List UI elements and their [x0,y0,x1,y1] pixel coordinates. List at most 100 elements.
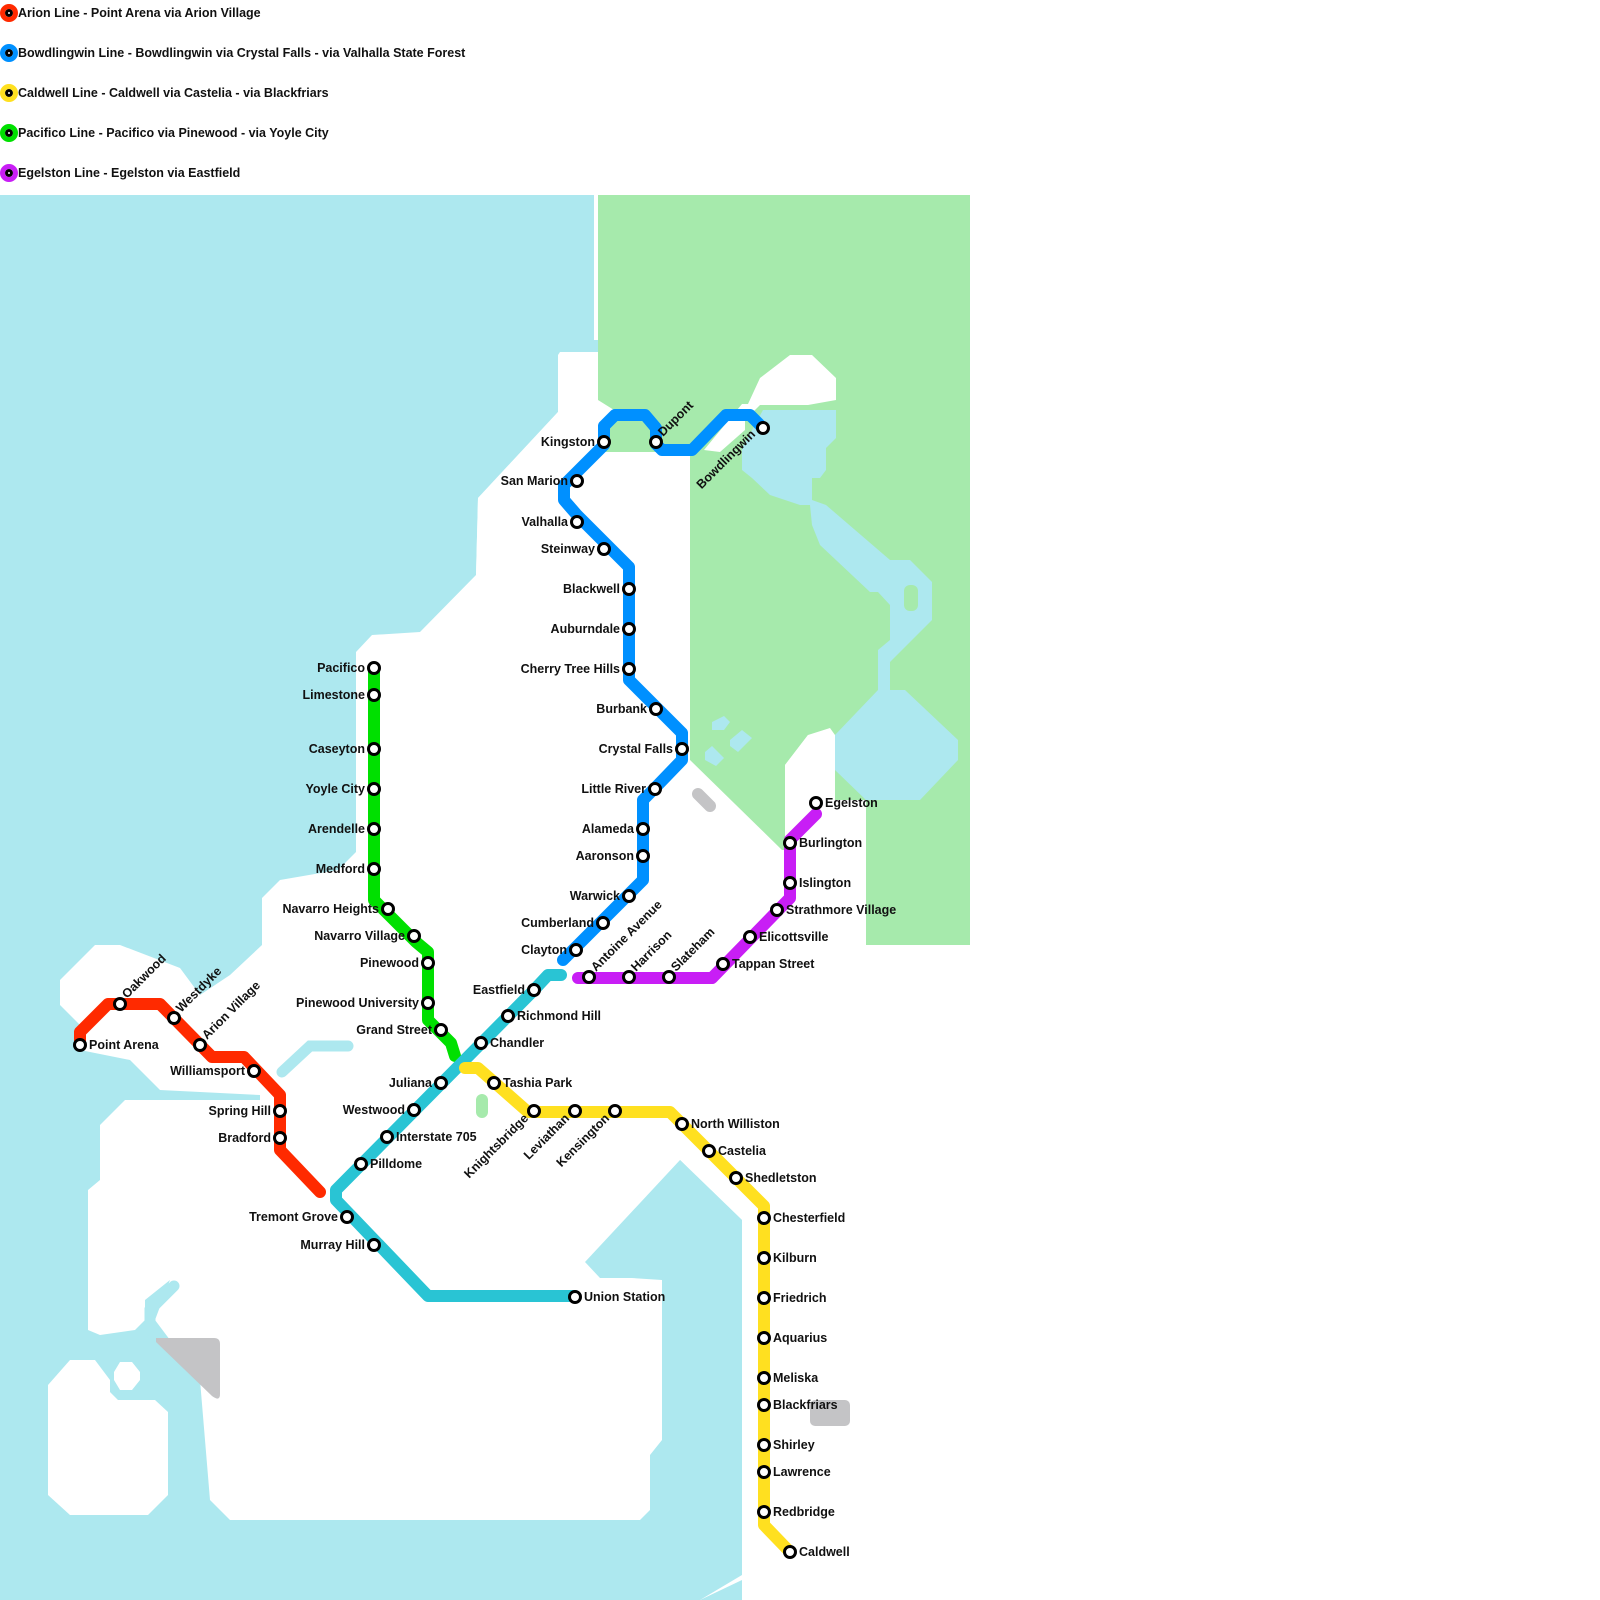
station-marker[interactable] [421,956,435,970]
station-marker[interactable] [636,849,650,863]
station-marker[interactable] [367,862,381,876]
station-label: Cherry Tree Hills [521,662,620,676]
station-marker[interactable] [527,983,541,997]
station-marker[interactable] [757,1291,771,1305]
station-label: Redbridge [773,1505,835,1519]
station-marker[interactable] [662,970,676,984]
station-marker[interactable] [73,1038,87,1052]
station-marker[interactable] [570,474,584,488]
station-marker[interactable] [622,970,636,984]
station-marker[interactable] [675,742,689,756]
station-marker[interactable] [783,876,797,890]
station-marker[interactable] [716,957,730,971]
water-bay-west [0,195,742,1600]
station-marker[interactable] [636,822,650,836]
legend-label: Caldwell Line - Caldwell via Castelia - … [18,86,329,100]
station-marker[interactable] [193,1038,207,1052]
station-marker[interactable] [622,662,636,676]
station-label: Auburndale [551,622,620,636]
station-label: Westwood [343,1103,405,1117]
legend-label: Pacifico Line - Pacifico via Pinewood - … [18,126,329,140]
route-union[interactable] [330,969,581,1302]
station-marker[interactable] [569,943,583,957]
station-marker[interactable] [367,661,381,675]
station-marker[interactable] [757,1398,771,1412]
station-marker[interactable] [340,1210,354,1224]
station-marker[interactable] [367,822,381,836]
station-marker[interactable] [757,1331,771,1345]
station-marker[interactable] [622,622,636,636]
station-marker[interactable] [608,1104,622,1118]
station-marker[interactable] [354,1157,368,1171]
station-marker[interactable] [568,1290,582,1304]
station-marker[interactable] [597,542,611,556]
station-marker[interactable] [167,1011,181,1025]
land-island-west [476,355,630,575]
station-marker[interactable] [407,1103,421,1117]
station-label: Richmond Hill [517,1009,601,1023]
station-marker[interactable] [434,1076,448,1090]
station-marker[interactable] [756,421,770,435]
station-label: Meliska [773,1371,819,1385]
station-label: Elicottsville [759,930,829,944]
station-marker[interactable] [770,903,784,917]
station-label: Crystal Falls [599,742,673,756]
station-marker[interactable] [421,996,435,1010]
legend-label: Bowdlingwin Line - Bowdlingwin via Cryst… [18,46,466,60]
station-marker[interactable] [648,782,662,796]
station-marker[interactable] [367,742,381,756]
station-label: Juliana [389,1076,433,1090]
station-marker[interactable] [757,1371,771,1385]
route-caldwell[interactable] [459,1062,796,1558]
station-label: Bradford [218,1131,271,1145]
station-marker[interactable] [597,435,611,449]
line-marker-icon [0,84,18,102]
stations [73,421,823,1559]
station-marker[interactable] [675,1117,689,1131]
station-marker[interactable] [474,1036,488,1050]
station-marker[interactable] [649,702,663,716]
station-marker[interactable] [622,889,636,903]
route-pacifico[interactable] [368,662,461,1062]
station-marker[interactable] [367,782,381,796]
station-marker[interactable] [527,1104,541,1118]
station-marker[interactable] [434,1023,448,1037]
station-label: Knightsbridge [461,1111,531,1181]
station-marker[interactable] [622,582,636,596]
station-marker[interactable] [809,796,823,810]
station-marker[interactable] [367,688,381,702]
station-marker[interactable] [501,1009,515,1023]
station-marker[interactable] [570,515,584,529]
station-label: Steinway [541,542,595,556]
station-marker[interactable] [702,1144,716,1158]
station-label: Grand Street [356,1023,433,1037]
station-marker[interactable] [407,929,421,943]
station-marker[interactable] [273,1104,287,1118]
station-marker[interactable] [783,836,797,850]
station-marker[interactable] [757,1505,771,1519]
station-marker[interactable] [757,1211,771,1225]
station-label: Caseyton [309,742,365,756]
station-label: Chesterfield [773,1211,845,1225]
station-marker[interactable] [367,1238,381,1252]
station-label: Tappan Street [732,957,815,971]
water-south-harbor [680,1160,742,1600]
station-marker[interactable] [757,1438,771,1452]
station-marker[interactable] [487,1076,501,1090]
station-marker[interactable] [757,1465,771,1479]
station-marker[interactable] [649,435,663,449]
station-marker[interactable] [783,1545,797,1559]
station-marker[interactable] [582,970,596,984]
station-marker[interactable] [273,1131,287,1145]
station-marker[interactable] [596,916,610,930]
station-marker[interactable] [743,930,757,944]
station-label: Tashia Park [503,1076,572,1090]
station-marker[interactable] [381,902,395,916]
station-marker[interactable] [113,997,127,1011]
station-marker[interactable] [568,1104,582,1118]
station-marker[interactable] [757,1251,771,1265]
station-marker[interactable] [729,1171,743,1185]
station-marker[interactable] [380,1130,394,1144]
station-label: Pinewood [360,956,419,970]
station-marker[interactable] [247,1064,261,1078]
